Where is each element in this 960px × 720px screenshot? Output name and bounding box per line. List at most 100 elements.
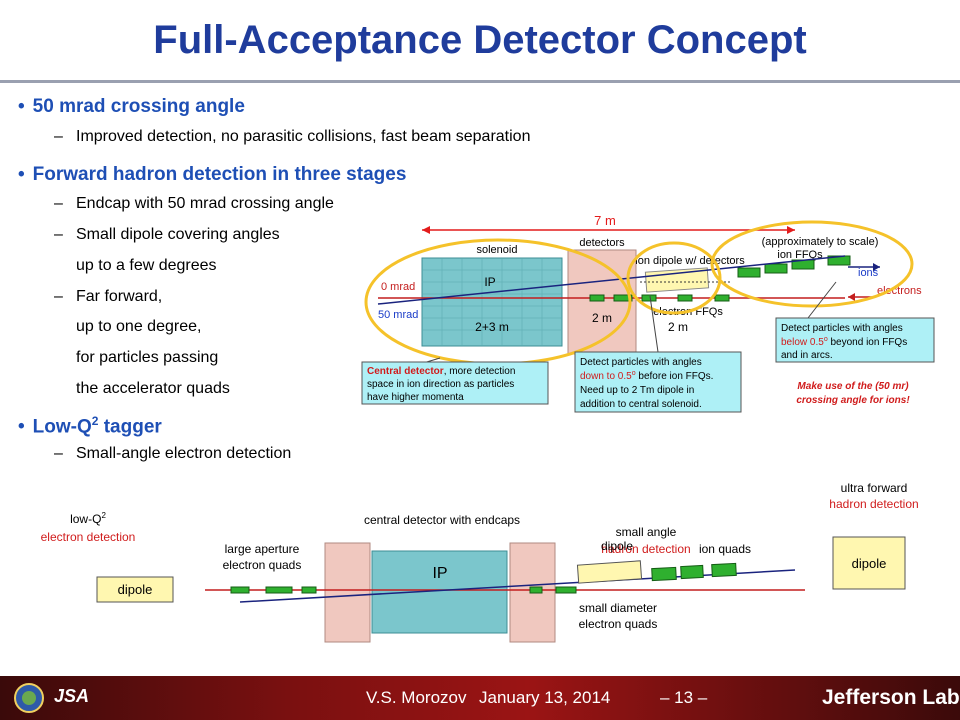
ion-dipole-box — [644, 267, 710, 293]
bullet-lowq-tagger: •Low-Q2 tagger — [18, 414, 162, 438]
lowq-dipole-box — [96, 576, 174, 603]
footer-date: January 13, 2014 — [479, 688, 611, 707]
bullet-forward-hadron: •Forward hadron detection in three stage… — [18, 164, 407, 185]
endcap-detector-box — [567, 249, 637, 355]
ion-quads-label: ion quads — [699, 542, 751, 556]
ultra-forward-dipole-box — [832, 536, 906, 590]
dipole-region-ellipse — [626, 241, 722, 315]
solenoid-label: solenoid — [477, 244, 518, 256]
scale-note: (approximately to scale) — [762, 236, 879, 248]
crossing-angle-note: crossing angle for ions! — [796, 395, 910, 406]
electron-ffq-magnet — [677, 294, 693, 302]
footer-bar: JSA V.S. Morozov January 13, 2014 – 13 –… — [0, 676, 960, 720]
size-label: 2 m — [592, 311, 612, 325]
solenoid-box — [421, 257, 563, 347]
far-forward-ellipse — [710, 220, 914, 308]
electron-quad — [555, 586, 577, 594]
electron-quad — [265, 586, 293, 594]
arrow-head — [873, 263, 880, 271]
sub-bullet: –Small dipole covering angles — [54, 226, 280, 243]
footer-author: V.S. Morozov — [366, 688, 467, 707]
large-aperture-label: large aperture — [225, 542, 300, 556]
central-ip-box — [371, 550, 508, 634]
sub-bullet-cont: up to a few degrees — [76, 257, 217, 274]
central-detector-callout — [361, 361, 549, 405]
callout-text: Need up to 2 Tm dipole in — [580, 385, 694, 396]
callout-text: addition to central solenoid. — [580, 399, 702, 410]
small-diameter-label: small diameter — [579, 601, 657, 615]
arrow-head — [422, 226, 430, 234]
footer-page-number: – 13 – — [660, 688, 708, 707]
callout-text: Detect particles with angles — [781, 323, 903, 334]
solenoid-grid — [422, 258, 562, 346]
endcap-right — [509, 542, 556, 643]
callout-text: and in arcs. — [781, 350, 833, 361]
electrons-label: electrons — [877, 285, 922, 297]
ion-quad — [680, 564, 704, 580]
ion-ffq-magnet — [764, 263, 788, 274]
electron-quad — [230, 586, 250, 594]
callout-text: Central detector, more detection — [367, 366, 515, 377]
fifty-mrad-label: 50 mrad — [378, 309, 418, 321]
small-angle-label: small angle — [616, 525, 677, 539]
dipole-callout — [574, 351, 742, 413]
central-detector-label: central detector with endcaps — [364, 513, 520, 527]
small-diameter-label: electron quads — [579, 617, 658, 631]
crossing-angle-note: Make use of the (50 mr) — [797, 381, 909, 392]
callout-text: Detect particles with angles — [580, 357, 702, 368]
dipole-label: dipole — [852, 556, 887, 571]
jsa-logo: JSA — [54, 686, 90, 706]
ultra-forward-label: hadron detection — [829, 497, 918, 511]
detectors-label: detectors — [579, 237, 625, 249]
endcap-left — [324, 542, 371, 643]
far-forward-callout — [775, 317, 935, 363]
callout-text: space in ion direction as particles — [367, 379, 514, 390]
dipole-mid-label: dipole — [601, 539, 633, 553]
callout-text: have higher momenta — [367, 392, 464, 403]
ion-ffqs-label: ion FFQs — [777, 249, 823, 261]
bullet-crossing-angle: •50 mrad crossing angle — [18, 96, 245, 117]
lowq-label: electron detection — [41, 530, 136, 544]
jefferson-lab-logo: Jefferson Lab — [822, 686, 960, 709]
arrow-head — [848, 293, 855, 301]
ion-quad — [711, 562, 737, 578]
size-label: 2+3 m — [475, 320, 509, 334]
zero-mrad-label: 0 mrad — [381, 281, 415, 293]
arrow-head — [787, 226, 795, 234]
sub-bullet: –Endcap with 50 mrad crossing angle — [54, 195, 334, 212]
ion-ffq-magnet — [737, 267, 761, 278]
sub-bullet-cont: up to one degree, — [76, 318, 202, 335]
size-label: 2 m — [668, 320, 688, 334]
doe-seal-icon — [14, 683, 44, 713]
small-angle-label: hadron detection — [601, 542, 690, 556]
sub-bullet: –Small-angle electron detection — [54, 445, 292, 462]
callout-text: down to 0.5o before ion FFQs. — [580, 370, 713, 382]
ion-beam-line — [377, 255, 846, 305]
pointer-line — [649, 295, 659, 353]
electron-ffq-magnet — [589, 294, 605, 302]
small-angle-dipole-box — [576, 560, 643, 584]
pointer-line — [807, 281, 837, 319]
dipole-label: dipole — [118, 582, 153, 597]
ip-label: IP — [484, 275, 495, 289]
electron-quad — [301, 586, 317, 594]
ultra-forward-label: ultra forward — [841, 481, 908, 495]
large-aperture-label: electron quads — [223, 558, 302, 572]
ion-quad — [651, 566, 677, 582]
ions-label: ions — [858, 267, 879, 279]
electron-ffq-magnet — [641, 294, 657, 302]
electron-ffq-magnet — [714, 294, 730, 302]
sub-bullet-cont: for particles passing — [76, 349, 219, 366]
page-title: Full-Acceptance Detector Concept — [0, 0, 960, 83]
electron-ffq-magnet — [613, 294, 633, 302]
sub-bullet: –Far forward, — [54, 288, 163, 305]
sub-bullet-cont: the accelerator quads — [76, 380, 230, 397]
callout-text: below 0.5o beyond ion FFQs — [781, 336, 907, 348]
lowq-label: low-Q2 — [70, 511, 106, 526]
dimension-7m: 7 m — [594, 213, 616, 228]
ip-label: IP — [432, 565, 447, 582]
sub-bullet: –Improved detection, no parasitic collis… — [54, 128, 531, 145]
electron-quad — [529, 586, 543, 594]
